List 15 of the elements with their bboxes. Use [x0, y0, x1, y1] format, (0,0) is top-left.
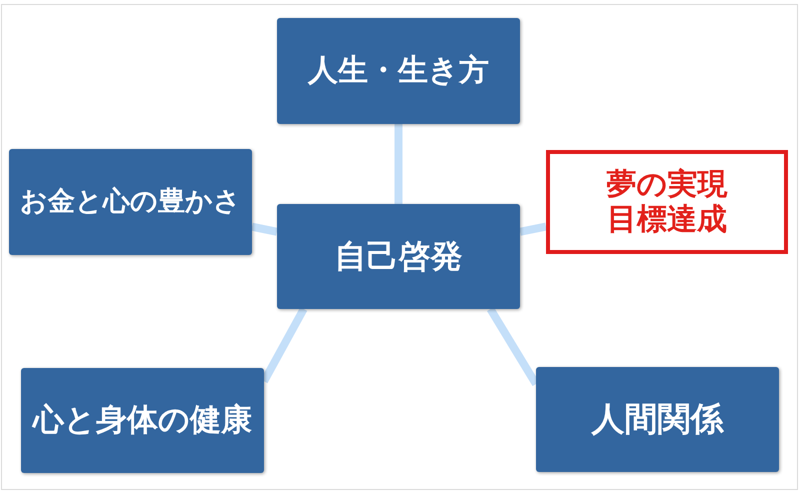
box-label: 心と身体の健康 — [33, 402, 252, 439]
topic-box — [9, 149, 252, 255]
highlight-box — [546, 150, 788, 254]
topic-box — [277, 18, 520, 124]
connector-line — [394, 124, 402, 204]
box-label: 夢の実現目標達成 — [606, 166, 728, 238]
box-label: 人間関係 — [592, 400, 724, 439]
topic-box — [21, 368, 264, 473]
connector-line — [251, 222, 278, 236]
topic-box — [277, 204, 520, 309]
box-label: お金と心の豊かさ — [20, 186, 241, 218]
topic-box — [536, 367, 779, 472]
connector-line — [519, 222, 547, 236]
box-label: 人生・生き方 — [308, 53, 489, 89]
box-label: 自己啓発 — [334, 238, 462, 276]
